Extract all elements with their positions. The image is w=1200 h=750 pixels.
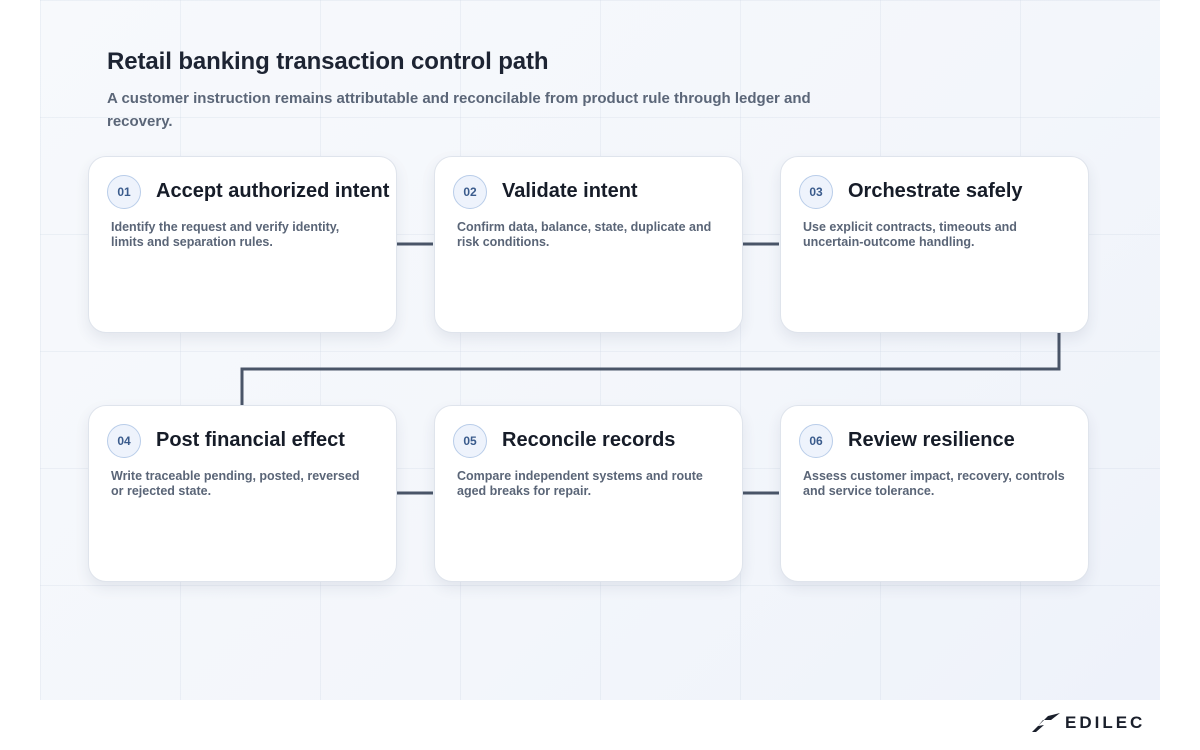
step-card-03: 03 Orchestrate safely Use explicit contr… bbox=[780, 156, 1089, 333]
step-title: Post financial effect bbox=[156, 429, 345, 451]
step-title: Validate intent bbox=[502, 180, 638, 202]
step-card-06: 06 Review resilience Assess customer imp… bbox=[780, 405, 1089, 582]
step-description: Compare independent systems and route ag… bbox=[457, 469, 703, 498]
brand-logo: EDILEC bbox=[1031, 712, 1145, 734]
step-number-badge: 03 bbox=[799, 175, 833, 209]
step-card-01: 01 Accept authorized intent Identify the… bbox=[88, 156, 397, 333]
step-description: Use explicit contracts, timeouts and unc… bbox=[803, 220, 1017, 249]
step-number-badge: 02 bbox=[453, 175, 487, 209]
step-title: Orchestrate safely bbox=[848, 180, 1023, 202]
step-card-04: 04 Post financial effect Write traceable… bbox=[88, 405, 397, 582]
step-title: Reconcile records bbox=[502, 429, 676, 451]
step-description: Identify the request and verify identity… bbox=[111, 220, 340, 249]
step-description: Assess customer impact, recovery, contro… bbox=[803, 469, 1065, 498]
step-number-badge: 06 bbox=[799, 424, 833, 458]
step-description: Write traceable pending, posted, reverse… bbox=[111, 469, 360, 498]
brand-name: EDILEC bbox=[1065, 713, 1146, 732]
page-title: Retail banking transaction control path bbox=[107, 48, 549, 75]
edilec-logo-icon bbox=[1032, 713, 1060, 732]
step-description: Confirm data, balance, state, duplicate … bbox=[457, 220, 712, 249]
step-number-badge: 05 bbox=[453, 424, 487, 458]
step-title: Accept authorized intent bbox=[156, 180, 390, 202]
step-number-badge: 04 bbox=[107, 424, 141, 458]
step-title: Review resilience bbox=[848, 429, 1015, 451]
step-card-05: 05 Reconcile records Compare independent… bbox=[434, 405, 743, 582]
page-subtitle: A customer instruction remains attributa… bbox=[107, 90, 811, 130]
step-card-02: 02 Validate intent Confirm data, balance… bbox=[434, 156, 743, 333]
step-number-badge: 01 bbox=[107, 175, 141, 209]
